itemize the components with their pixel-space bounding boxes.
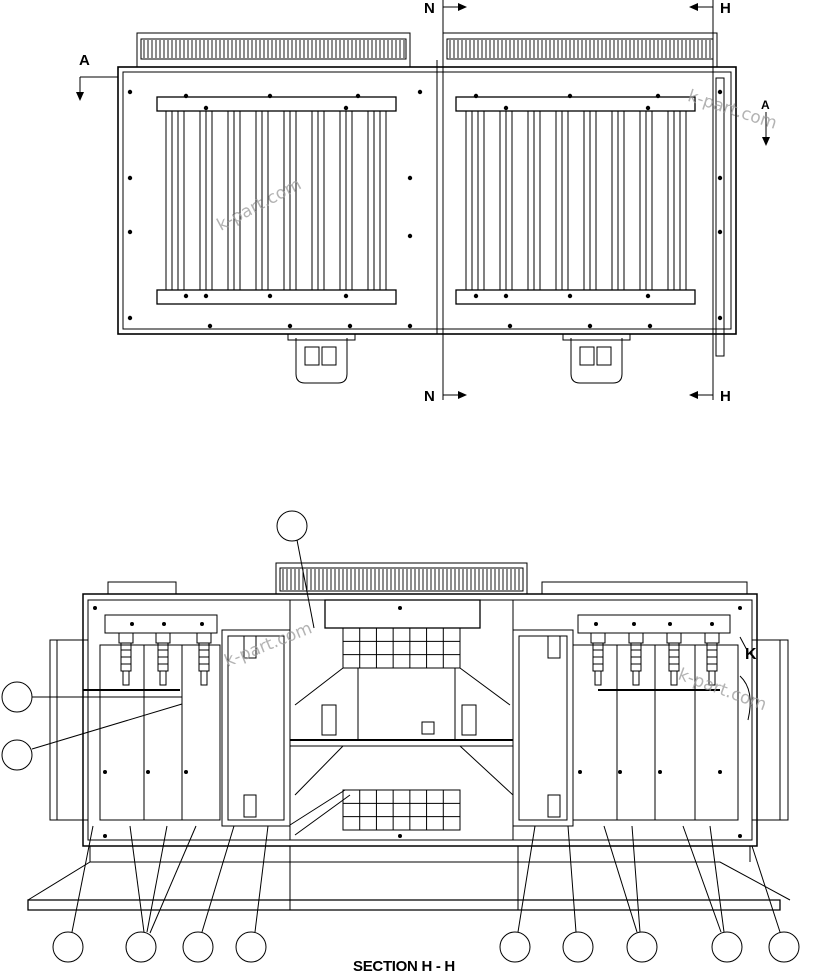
view-marker-a-right: A [761, 98, 770, 112]
section-marker-h-bottom: H [720, 388, 731, 405]
callout-bubble [626, 931, 658, 963]
section-marker-h-top: H [720, 0, 731, 17]
callout-bubble [125, 931, 157, 963]
top-view [76, 0, 770, 400]
detail-marker-k: K [745, 646, 757, 663]
callout-bubble [499, 931, 531, 963]
connection-box-left [287, 333, 356, 384]
section-marker-n-bottom: N [424, 388, 435, 405]
radiator-left [156, 96, 397, 305]
callout-bubble [768, 931, 800, 963]
central-core [289, 599, 514, 841]
section-top-grille [275, 562, 528, 595]
top-grille-left [136, 32, 411, 68]
section-view [27, 562, 791, 911]
callout-bubble [52, 931, 84, 963]
callout-bubble [182, 931, 214, 963]
callout-bubble [562, 931, 594, 963]
top-grille-right [442, 32, 718, 68]
callout-bubble [1, 681, 33, 713]
modules-right [572, 614, 739, 821]
callout-bubble [1, 739, 33, 771]
section-marker-n-top: N [424, 0, 435, 17]
connection-box-right [562, 333, 631, 384]
callout-bubble [711, 931, 743, 963]
section-title: SECTION H - H [353, 958, 455, 975]
callout-bubble [235, 931, 267, 963]
radiator-right [455, 96, 696, 305]
modules-left [83, 614, 221, 821]
callout-bubble [276, 510, 308, 542]
callouts [1, 510, 800, 963]
view-marker-a-left: A [79, 52, 90, 69]
